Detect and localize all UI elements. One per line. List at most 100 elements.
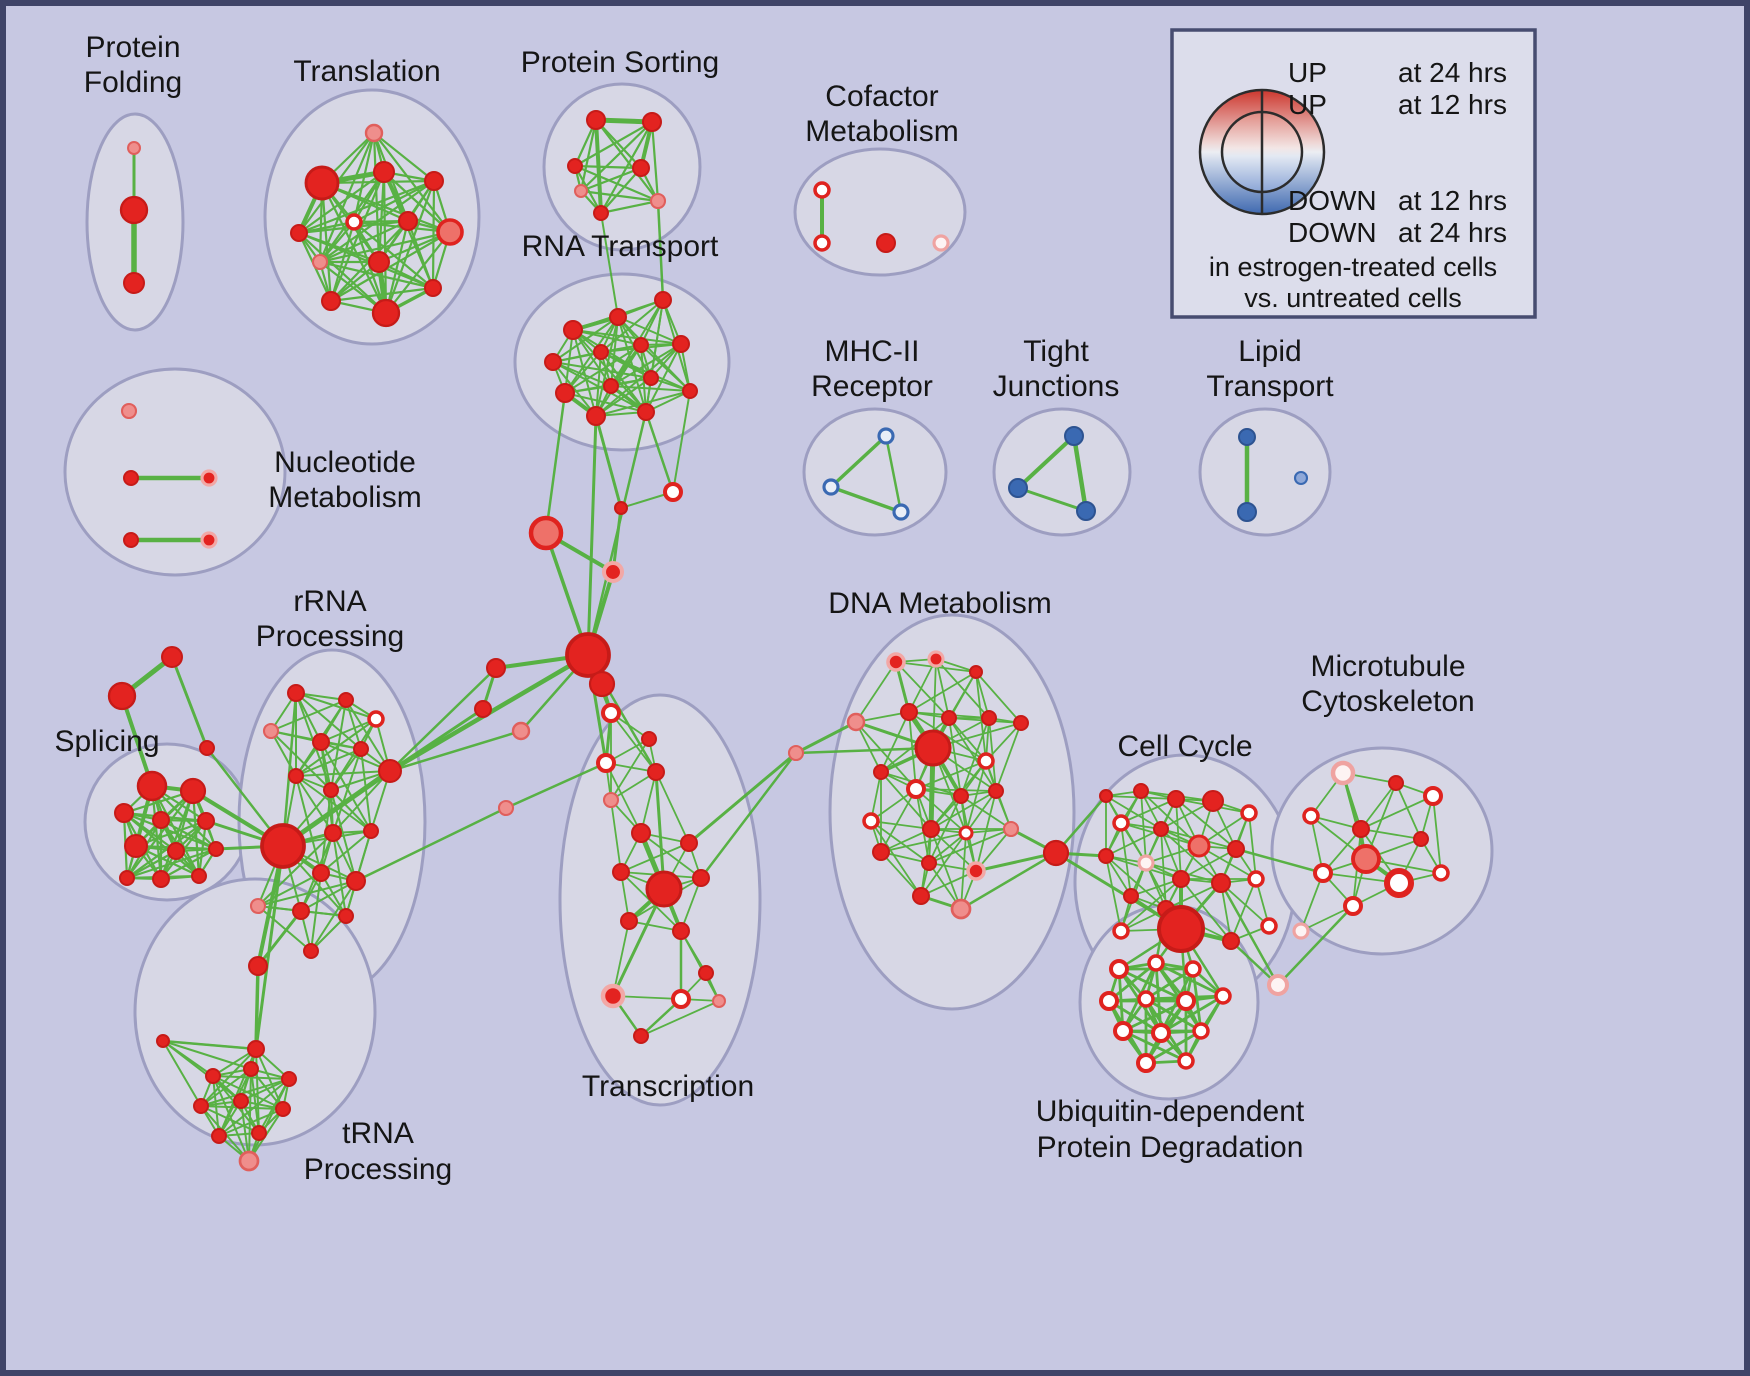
gene-node-ubiquitin-degradation-1 bbox=[1147, 954, 1165, 972]
edge bbox=[960, 832, 967, 910]
gene-node-connector-13 bbox=[107, 681, 137, 711]
gene-node-rrna-processing-6 bbox=[378, 759, 402, 783]
edge bbox=[1360, 782, 1397, 830]
edge bbox=[345, 699, 362, 750]
edge bbox=[573, 120, 654, 168]
edge bbox=[1120, 878, 1182, 932]
edge bbox=[1432, 795, 1442, 874]
legend-direction-1: UP bbox=[1288, 89, 1327, 120]
legend-box bbox=[1170, 28, 1537, 319]
gene-node-microtubule-cytoskeleton-8 bbox=[1384, 868, 1414, 898]
edge bbox=[829, 434, 888, 489]
edge bbox=[1175, 798, 1182, 880]
gene-node-nucleotide-metabolism-2 bbox=[200, 469, 218, 487]
edge bbox=[281, 691, 298, 848]
gene-node-splicing-7 bbox=[208, 841, 224, 857]
gene-node-connector-12 bbox=[161, 646, 183, 668]
edge bbox=[122, 811, 218, 851]
gene-node-connector-0 bbox=[565, 632, 611, 678]
gene-node-rrna-processing-4 bbox=[312, 733, 330, 751]
gene-node-translation-11 bbox=[371, 298, 401, 328]
gene-node-lipid-transport-1 bbox=[1237, 502, 1257, 522]
edge bbox=[1219, 881, 1280, 987]
edge bbox=[880, 788, 917, 853]
edge bbox=[320, 741, 372, 832]
edge bbox=[1107, 999, 1163, 1035]
gene-node-rna-transport-9 bbox=[643, 370, 659, 386]
edge bbox=[895, 661, 950, 719]
gene-node-microtubule-cytoskeleton-3 bbox=[1302, 807, 1320, 825]
gene-node-translation-9 bbox=[368, 251, 390, 273]
gene-node-protein-folding-0 bbox=[127, 141, 141, 155]
gene-node-cell-cycle-0 bbox=[1099, 789, 1113, 803]
gene-node-cell-cycle-16 bbox=[1157, 905, 1205, 953]
gene-node-rrna-processing-2 bbox=[367, 710, 385, 728]
edge bbox=[915, 788, 930, 864]
edge bbox=[586, 414, 598, 657]
gene-node-splicing-2 bbox=[114, 803, 134, 823]
edge bbox=[960, 795, 1012, 830]
gene-node-connector-15 bbox=[1266, 973, 1290, 997]
gene-node-ubiquitin-degradation-5 bbox=[1176, 991, 1196, 1011]
edge bbox=[1248, 812, 1257, 880]
gene-node-rrna-processing-7 bbox=[288, 768, 304, 784]
gene-node-dna-metabolism-17 bbox=[1002, 820, 1020, 838]
edge bbox=[573, 164, 643, 170]
gene-node-microtubule-cytoskeleton-0 bbox=[1330, 760, 1356, 786]
gene-node-cell-cycle-7 bbox=[1187, 834, 1211, 858]
gene-node-ubiquitin-degradation-10 bbox=[1136, 1053, 1156, 1073]
gene-node-cell-cycle-11 bbox=[1172, 870, 1190, 888]
gene-node-rna-transport-8 bbox=[603, 378, 619, 394]
gene-node-cell-cycle-5 bbox=[1112, 814, 1130, 832]
gene-node-nucleotide-metabolism-1 bbox=[123, 470, 139, 486]
gene-node-cell-cycle-18 bbox=[1260, 917, 1278, 935]
gene-node-translation-6 bbox=[398, 211, 418, 231]
gene-node-microtubule-cytoskeleton-6 bbox=[1351, 844, 1381, 874]
gene-node-trna-processing-7 bbox=[233, 1093, 249, 1109]
gene-node-protein-sorting-1 bbox=[642, 112, 662, 132]
cluster-label-rna-transport: RNA Transport bbox=[522, 230, 719, 263]
gene-node-trna-processing-5 bbox=[281, 1071, 297, 1087]
edge bbox=[295, 692, 377, 720]
gene-node-rrna-processing-10 bbox=[324, 824, 342, 842]
gene-node-dna-metabolism-20 bbox=[966, 861, 986, 881]
edge bbox=[1300, 872, 1324, 932]
gene-node-nucleotide-metabolism-0 bbox=[120, 402, 138, 420]
gene-node-transcription-13 bbox=[600, 983, 626, 1009]
gene-node-cell-cycle-17 bbox=[1222, 932, 1240, 950]
edge bbox=[295, 692, 322, 743]
edge bbox=[150, 784, 163, 881]
edge bbox=[134, 819, 208, 848]
edge bbox=[908, 658, 937, 713]
edge bbox=[650, 120, 660, 203]
gene-node-protein-sorting-2 bbox=[567, 158, 583, 174]
edge bbox=[384, 179, 436, 315]
edge bbox=[579, 166, 643, 193]
gene-node-dna-metabolism-12 bbox=[953, 788, 969, 804]
edge bbox=[1276, 904, 1355, 987]
edge bbox=[609, 343, 643, 388]
gene-node-microtubule-cytoskeleton-7 bbox=[1313, 863, 1333, 883]
gene-node-rrna-processing-12 bbox=[312, 864, 330, 882]
gene-node-trna-processing-11 bbox=[238, 1150, 260, 1172]
cluster-label-microtubule-cytoskeleton: Cytoskeleton bbox=[1301, 685, 1474, 718]
edge bbox=[1180, 878, 1232, 942]
edge bbox=[687, 751, 798, 845]
gene-node-dna-metabolism-5 bbox=[941, 710, 957, 726]
gene-node-microtubule-cytoskeleton-4 bbox=[1352, 820, 1370, 838]
edge bbox=[870, 820, 930, 864]
edge bbox=[960, 717, 990, 797]
edge bbox=[644, 410, 675, 494]
cluster-label-nucleotide-metabolism: Nucleotide bbox=[274, 446, 416, 479]
gene-node-translation-2 bbox=[373, 161, 395, 183]
edge bbox=[870, 820, 932, 830]
edge bbox=[610, 343, 682, 387]
gene-node-cell-cycle-4 bbox=[1240, 804, 1258, 822]
edge bbox=[1395, 782, 1422, 840]
cluster-ellipse-dna-metabolism bbox=[828, 613, 1076, 1011]
edge bbox=[170, 655, 209, 750]
gene-node-connector-9 bbox=[497, 799, 515, 817]
edge bbox=[794, 746, 935, 755]
